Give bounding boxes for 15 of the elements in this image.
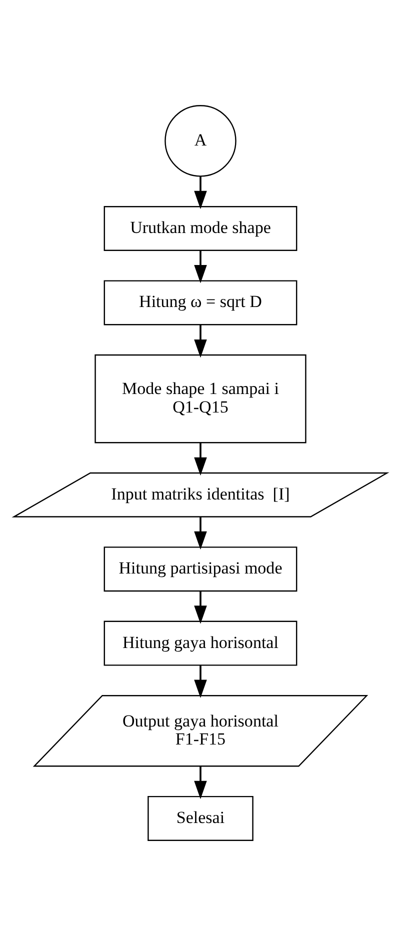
node-box: Hitung gaya horisontal	[103, 620, 297, 666]
arrow	[194, 590, 206, 624]
arrow	[194, 665, 206, 698]
arrow	[194, 324, 206, 358]
arrow	[194, 442, 206, 476]
arrow	[194, 516, 206, 550]
node-box: Urutkan mode shape	[103, 205, 297, 250]
node-box: Selesai	[147, 795, 253, 840]
node-box: Hitung partisipasi mode	[103, 546, 297, 592]
node-circle: A	[164, 104, 236, 176]
arrow	[194, 250, 206, 283]
arrow	[194, 766, 206, 799]
arrow	[194, 176, 206, 209]
node-box: Mode shape 1 sampai i Q1-Q15	[94, 354, 306, 443]
node-box: Hitung ω = sqrt D	[103, 280, 297, 325]
